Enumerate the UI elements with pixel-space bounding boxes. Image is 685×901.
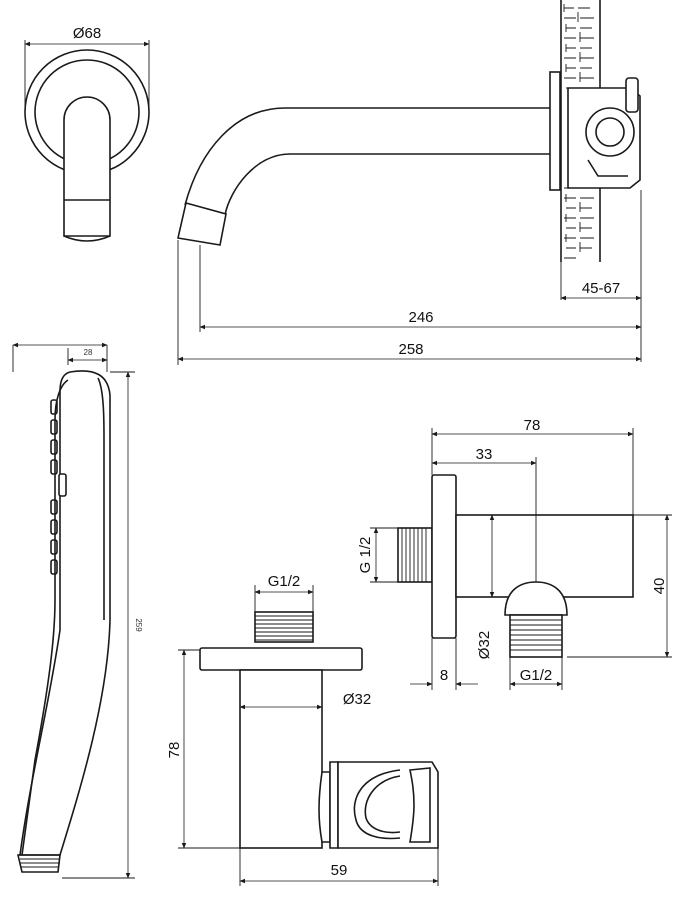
dim-holder-g12: G1/2	[268, 573, 301, 590]
dim-outlet-diameter-32: Ø32	[476, 631, 493, 659]
spout-front-view	[24, 40, 150, 242]
dim-outlet-78: 78	[524, 417, 541, 434]
dim-diameter-68: Ø68	[73, 25, 101, 42]
dim-outlet-8: 8	[440, 667, 448, 684]
dim-45-67: 45-67	[582, 280, 620, 297]
dim-outlet-g12: G1/2	[520, 667, 553, 684]
dim-258: 258	[398, 341, 423, 358]
hand-shower-view	[12, 342, 135, 879]
spray-nozzles	[50, 399, 67, 575]
dim-259: 259	[134, 618, 143, 632]
wall-section	[560, 0, 601, 262]
dim-holder-59: 59	[331, 862, 348, 879]
spout-side-view	[177, 0, 642, 365]
dim-outlet-g12-inlet: G 1/2	[357, 537, 374, 574]
dim-holder-diameter-32: Ø32	[343, 691, 371, 708]
dim-28: 28	[84, 348, 93, 357]
wall-outlet-view	[370, 428, 672, 690]
dim-246: 246	[408, 309, 433, 326]
dim-outlet-40: 40	[651, 578, 668, 595]
shower-holder-view	[178, 585, 439, 886]
dim-outlet-33: 33	[476, 446, 493, 463]
dim-holder-78: 78	[166, 742, 183, 759]
